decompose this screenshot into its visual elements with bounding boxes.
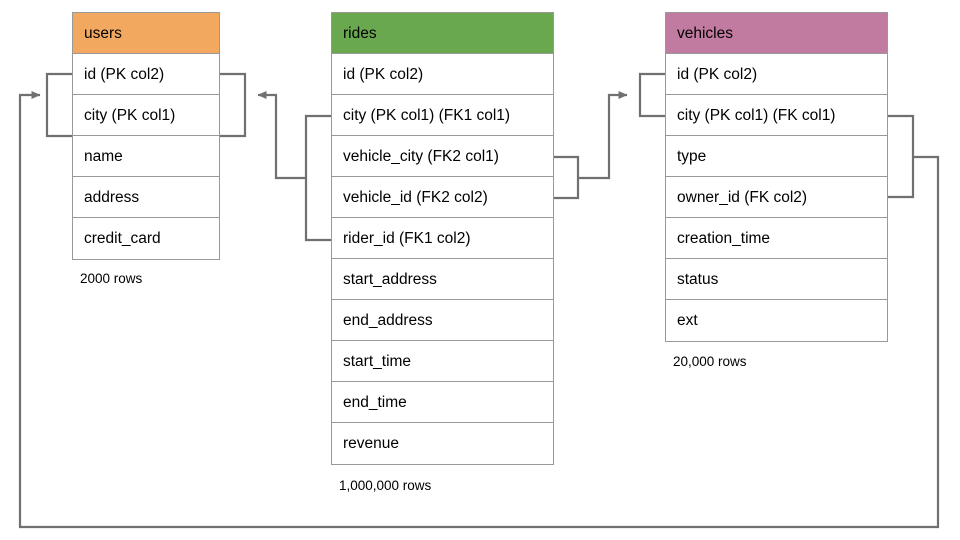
connector-fk1-rides-bracket [304, 114, 331, 242]
table-rides-column: revenue [332, 423, 553, 464]
table-users-column: id (PK col2) [73, 54, 219, 95]
table-vehicles-column: owner_id (FK col2) [666, 177, 887, 218]
connector-fk1-to-users [257, 91, 306, 180]
connector-vehicles-bracket-left [638, 72, 665, 118]
connector-fk2-to-vehicles [578, 91, 628, 180]
table-rides-column: end_time [332, 382, 553, 423]
table-users-column: credit_card [73, 218, 219, 259]
table-rides-column: city (PK col1) (FK1 col1) [332, 95, 553, 136]
table-rides-column: start_address [332, 259, 553, 300]
connector-users-bracket-left [45, 72, 72, 138]
connector-vehicles-bracket-right [888, 114, 915, 199]
table-vehicles-row-count: 20,000 rows [673, 354, 747, 369]
table-rides-column: id (PK col2) [332, 54, 553, 95]
table-vehicles-column: type [666, 136, 887, 177]
table-rides-column: rider_id (FK1 col2) [332, 218, 553, 259]
table-vehicles-column: id (PK col2) [666, 54, 887, 95]
table-users-column: city (PK col1) [73, 95, 219, 136]
connector-users-bracket-right [220, 72, 247, 138]
table-rides-column: start_time [332, 341, 553, 382]
table-users-column: name [73, 136, 219, 177]
table-vehicles-column: city (PK col1) (FK col1) [666, 95, 887, 136]
connector-fk2-rides-bracket [554, 155, 580, 200]
table-vehicles-column: creation_time [666, 218, 887, 259]
table-rides[interactable]: rides id (PK col2) city (PK col1) (FK1 c… [331, 12, 554, 465]
table-vehicles[interactable]: vehicles id (PK col2) city (PK col1) (FK… [665, 12, 888, 342]
table-rides-column: end_address [332, 300, 553, 341]
table-vehicles-title: vehicles [666, 13, 887, 54]
table-users-row-count: 2000 rows [80, 271, 143, 286]
table-vehicles-column: ext [666, 300, 887, 341]
table-users-column: address [73, 177, 219, 218]
table-users[interactable]: users id (PK col2) city (PK col1) name a… [72, 12, 220, 260]
table-rides-title: rides [332, 13, 553, 54]
table-users-title: users [73, 13, 219, 54]
table-vehicles-column: status [666, 259, 887, 300]
table-rides-column: vehicle_id (FK2 col2) [332, 177, 553, 218]
table-rides-column: vehicle_city (FK2 col1) [332, 136, 553, 177]
table-rides-row-count: 1,000,000 rows [339, 478, 432, 493]
